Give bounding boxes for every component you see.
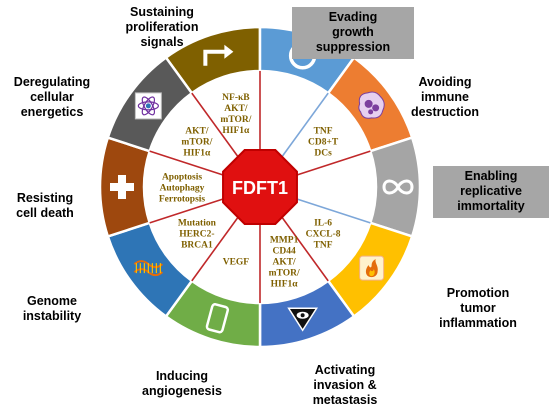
label-line: angiogenesis <box>142 384 222 398</box>
label-line: Resisting <box>16 191 74 205</box>
inner-text-line: TNF <box>314 240 333 250</box>
label-line: Enabling <box>464 169 518 183</box>
spoke-cellular-energetics <box>149 150 225 177</box>
inner-text-line: mTOR/ <box>220 115 251 125</box>
inner-text-cellular-energetics: AKT/mTOR/HIF1α <box>181 127 212 159</box>
label-line: Inducing <box>155 369 209 383</box>
spoke-cell-death <box>149 197 225 224</box>
inner-text-line: HIF1α <box>271 280 299 290</box>
inner-text-line: Apoptosis <box>162 173 202 183</box>
inner-text-line: mTOR/ <box>269 269 300 279</box>
inner-text-line: TNF <box>314 127 333 137</box>
inner-text-line: IL-6 <box>314 218 332 228</box>
inner-text-line: Ferrotopsis <box>159 195 206 205</box>
spoke-replicative-immortality <box>295 150 371 177</box>
inner-text-line: HIF1α <box>222 126 250 136</box>
inner-text-line: HIF1α <box>183 149 211 159</box>
label-line: instability <box>22 309 82 323</box>
spoke-immune-destruction <box>281 92 329 157</box>
inner-text-line: CD44 <box>272 247 295 257</box>
infinity-icon <box>382 179 414 195</box>
label-line: destruction <box>410 105 480 119</box>
label-line: immune <box>421 90 469 104</box>
label-line: suppression <box>315 40 391 54</box>
label-line: Deregulating <box>13 75 91 89</box>
label-line: Evading <box>328 10 378 24</box>
center-node: FDFT1 <box>222 149 298 225</box>
inner-text-line: Autophagy <box>160 184 205 194</box>
label-line: inflammation <box>439 316 517 330</box>
spoke-invasion-metastasis <box>281 217 329 282</box>
vessel-icon <box>205 303 230 334</box>
inner-text-line: MMP1 <box>270 236 299 246</box>
label-line: Promotion <box>446 286 510 300</box>
inner-text-line: AKT/ <box>185 127 209 137</box>
inner-text-line: HERC2- <box>179 229 214 239</box>
label-line: Sustaining <box>130 5 194 19</box>
label-line: replicative <box>460 184 522 198</box>
inner-text-line: Mutation <box>178 218 217 228</box>
label-line: tumor <box>460 301 496 315</box>
inner-text-line: AKT/ <box>224 104 248 114</box>
inner-text-line: AKT/ <box>272 258 296 268</box>
bent-arrow-icon <box>203 44 234 66</box>
inner-text-line: CD8+T <box>308 138 339 148</box>
center-octagon <box>222 149 298 225</box>
label-line: Genome <box>26 294 77 308</box>
inner-text-line: DCs <box>314 149 332 159</box>
center-label: FDFT1 <box>232 178 288 198</box>
dna-icon <box>133 260 164 277</box>
inner-text-line: NF-κB <box>222 93 250 103</box>
label-line: cellular <box>30 90 74 104</box>
atom-icon <box>134 92 162 120</box>
spoke-tumor-inflammation <box>295 197 371 224</box>
spoke-genome-instability <box>191 217 239 282</box>
spokes <box>149 71 371 303</box>
cross-icon <box>110 175 134 199</box>
label-line: Avoiding <box>418 75 472 89</box>
flame-icon <box>359 255 385 281</box>
label-line: immortality <box>457 199 525 213</box>
inner-text-angiogenesis: VEGF <box>223 258 250 268</box>
inner-text-line: mTOR/ <box>181 138 212 148</box>
label-line: cell death <box>16 206 74 220</box>
spoke-proliferation <box>191 92 239 157</box>
label-line: growth <box>332 25 374 39</box>
label-line: proliferation <box>125 20 199 34</box>
inner-text-line: CXCL-8 <box>306 229 341 239</box>
label-line: signals <box>140 35 184 49</box>
invasion-icon <box>287 307 319 332</box>
label-line: invasion & <box>313 378 377 392</box>
label-line: Activating <box>314 363 376 377</box>
label-line: metastasis <box>312 393 378 407</box>
inner-text-line: BRCA1 <box>181 240 213 250</box>
immune-cell-icon <box>358 91 385 119</box>
inner-text-line: VEGF <box>223 258 250 268</box>
label-line: energetics <box>20 105 84 119</box>
